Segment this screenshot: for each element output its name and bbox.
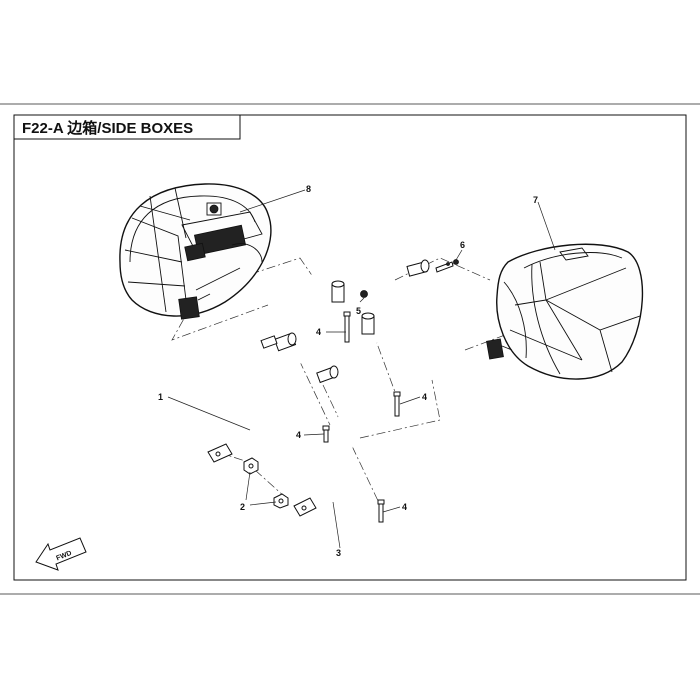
title-box [13, 114, 241, 140]
callout-5: 5 [356, 306, 361, 316]
screw-part-6 [435, 259, 459, 273]
callout-labels: 1 2 3 4 4 4 4 5 6 7 8 [158, 184, 538, 558]
left-side-box [119, 183, 272, 320]
nut-part-2a [243, 457, 259, 475]
callout-3: 3 [336, 548, 341, 558]
callout-4a: 4 [316, 327, 321, 337]
bracket-part-1 [207, 258, 391, 463]
washer-part-5 [360, 290, 368, 298]
callout-7: 7 [533, 195, 538, 205]
callout-4c: 4 [296, 430, 301, 440]
nut-part-2b [273, 493, 289, 509]
bolt-part-4d [377, 499, 385, 523]
callout-4d: 4 [402, 502, 407, 512]
leader-lines [167, 189, 556, 549]
bolt-part-4a [343, 311, 351, 343]
fwd-arrow-icon: FWD [35, 537, 87, 571]
right-side-box [486, 243, 644, 380]
callout-2: 2 [240, 502, 245, 512]
callout-1: 1 [158, 392, 163, 402]
bracket-part-3 [293, 259, 438, 517]
callout-4b: 4 [422, 392, 427, 402]
diagram-frame [13, 114, 687, 581]
bolt-part-4b [393, 391, 401, 417]
bolt-part-4c [322, 425, 330, 443]
callout-6: 6 [460, 240, 465, 250]
page-title: F22-A 边箱/SIDE BOXES [22, 119, 193, 137]
callout-8: 8 [306, 184, 311, 194]
